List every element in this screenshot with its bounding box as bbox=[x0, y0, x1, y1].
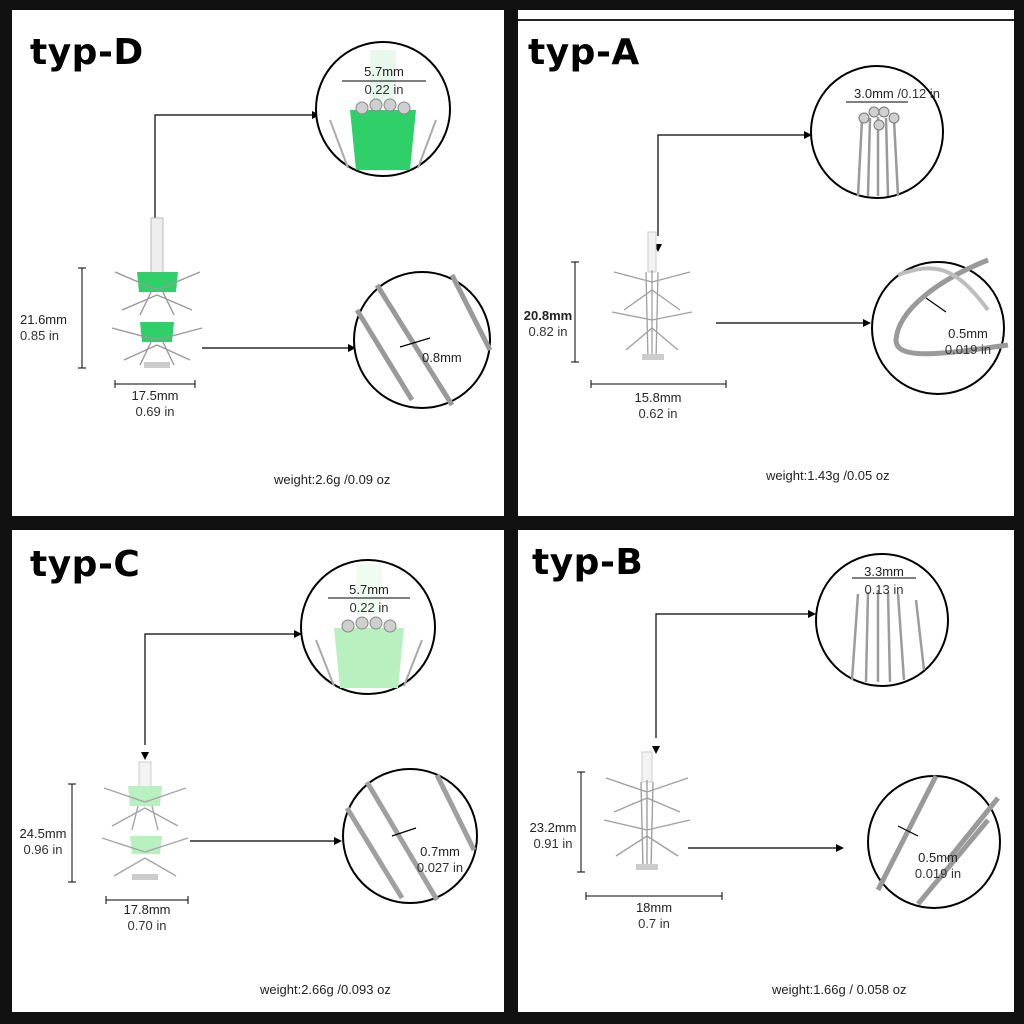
top-dim-mm: 3.3mm bbox=[864, 564, 904, 579]
width-in: 0.70 in bbox=[127, 918, 167, 933]
width-dimension-label: 18mm 0.7 in bbox=[614, 900, 694, 932]
width-in: 0.7 in bbox=[638, 916, 670, 931]
top-dim-in: /0.12 in bbox=[897, 86, 941, 101]
top-dim-in: 0.13 in bbox=[864, 582, 904, 597]
wire-mm: 0.5mm bbox=[918, 850, 958, 865]
top-dimension-label: 3.3mm 0.13 in bbox=[848, 564, 920, 598]
height-in: 0.91 in bbox=[533, 836, 573, 851]
width-mm: 15.8mm bbox=[634, 390, 682, 405]
panel-title: typ-D bbox=[30, 32, 144, 73]
height-mm: 24.5mm bbox=[19, 826, 67, 841]
panel-typ-b: typ-B 3.3mm 0.13 in 23.2mm 0.91 in 18mm … bbox=[518, 530, 1014, 1012]
height-in: 0.82 in bbox=[528, 324, 568, 339]
weight-ounces: /0.05 oz bbox=[839, 468, 890, 483]
weight-grams: weight:2.66g bbox=[260, 982, 334, 997]
width-dimension-label: 15.8mm 0.62 in bbox=[618, 390, 698, 422]
top-dim-mm: 5.7mm bbox=[364, 64, 404, 79]
weight-grams: weight:2.6g bbox=[274, 472, 341, 487]
top-dimension-label: 5.7mm 0.22 in bbox=[328, 582, 410, 616]
weight-label: weight:1.66g / 0.058 oz bbox=[772, 982, 906, 997]
top-dim-mm: 3.0mm bbox=[854, 86, 894, 101]
weight-ounces: /0.09 oz bbox=[340, 472, 391, 487]
typ-b-illustration bbox=[577, 553, 1001, 909]
top-dimension-label: 3.0mm /0.12 in bbox=[854, 86, 974, 102]
wire-thickness-label: 0.8mm bbox=[422, 350, 482, 366]
top-dim-mm: 5.7mm bbox=[349, 582, 389, 597]
height-dimension-label: 21.6mm 0.85 in bbox=[20, 312, 84, 344]
weight-label: weight:2.6g /0.09 oz bbox=[274, 472, 390, 487]
spike-device bbox=[603, 751, 691, 870]
typ-d-illustration bbox=[78, 41, 493, 409]
width-in: 0.69 in bbox=[135, 404, 175, 419]
wire-thickness-label: 0.5mm 0.019 in bbox=[938, 326, 998, 358]
height-mm: 20.8mm bbox=[523, 308, 573, 323]
width-dimension-label: 17.8mm 0.70 in bbox=[107, 902, 187, 934]
height-mm: 21.6mm bbox=[20, 312, 67, 327]
wire-in: 0.027 in bbox=[416, 860, 464, 875]
width-dimension-label: 17.5mm 0.69 in bbox=[115, 388, 195, 420]
typ-c-illustration bbox=[68, 559, 478, 904]
wire-mm: 0.8mm bbox=[422, 350, 462, 365]
spike-device bbox=[611, 231, 693, 361]
top-dimension-label: 5.7mm 0.22 in bbox=[342, 64, 426, 98]
height-mm: 23.2mm bbox=[529, 820, 577, 835]
height-in: 0.85 in bbox=[20, 328, 60, 343]
weight-ounces: /0.093 oz bbox=[333, 982, 391, 997]
spike-device bbox=[101, 761, 189, 880]
weight-grams: weight:1.43g bbox=[766, 468, 840, 483]
panel-typ-a: typ-A 3.0mm /0.12 in 20.8mm 0.82 in 15.8… bbox=[518, 10, 1014, 516]
wire-thickness-label: 0.7mm 0.027 in bbox=[408, 844, 472, 876]
panel-typ-d: typ-D 5.7mm 0.22 in 21.6mm 0.85 in 17.5m… bbox=[12, 10, 504, 516]
top-dim-in: 0.22 in bbox=[364, 82, 404, 97]
top-dim-in: 0.22 in bbox=[349, 600, 389, 615]
weight-ounces: / 0.058 oz bbox=[845, 982, 907, 997]
width-mm: 17.8mm bbox=[123, 902, 171, 917]
panel-title: typ-C bbox=[30, 544, 141, 585]
width-mm: 18mm bbox=[635, 900, 673, 915]
wire-mm: 0.7mm bbox=[420, 844, 460, 859]
height-dimension-label: 20.8mm 0.82 in bbox=[518, 308, 578, 340]
weight-label: weight:1.43g /0.05 oz bbox=[766, 468, 890, 483]
panel-title: typ-A bbox=[528, 32, 640, 73]
width-mm: 17.5mm bbox=[131, 388, 179, 403]
panel-title: typ-B bbox=[532, 542, 644, 583]
height-dimension-label: 23.2mm 0.91 in bbox=[522, 820, 584, 852]
width-in: 0.62 in bbox=[638, 406, 678, 421]
weight-grams: weight:1.66g bbox=[772, 982, 846, 997]
wire-mm: 0.5mm bbox=[948, 326, 988, 341]
height-in: 0.96 in bbox=[23, 842, 63, 857]
height-dimension-label: 24.5mm 0.96 in bbox=[12, 826, 74, 858]
weight-label: weight:2.66g /0.093 oz bbox=[260, 982, 391, 997]
typ-a-illustration bbox=[518, 19, 1014, 395]
wire-in: 0.019 in bbox=[914, 866, 962, 881]
wire-thickness-label: 0.5mm 0.019 in bbox=[906, 850, 970, 882]
panel-typ-c: typ-C 5.7mm 0.22 in 24.5mm 0.96 in 17.8m… bbox=[12, 530, 504, 1012]
spike-device bbox=[111, 217, 203, 368]
wire-in: 0.019 in bbox=[944, 342, 992, 357]
